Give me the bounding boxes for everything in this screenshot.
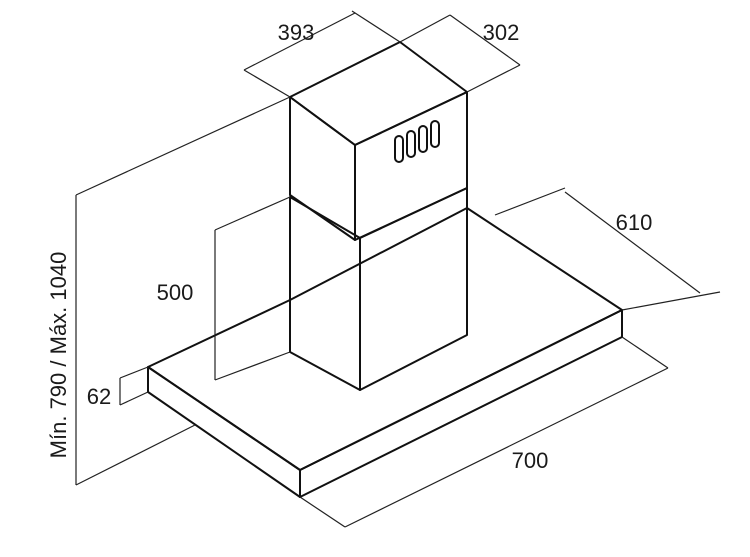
dimension-lines bbox=[75, 10, 721, 528]
upper-chimney-side bbox=[354, 91, 468, 241]
label-chimney-lower-height: 500 bbox=[157, 280, 194, 305]
upper-chimney-top bbox=[289, 41, 468, 146]
label-hood-depth: 610 bbox=[616, 210, 653, 235]
lower-chimney-side bbox=[359, 187, 468, 391]
label-chimney-width: 393 bbox=[278, 20, 315, 45]
vent-slots-icon bbox=[394, 120, 440, 163]
hood-canopy bbox=[147, 207, 623, 498]
label-chimney-depth: 302 bbox=[483, 20, 520, 45]
label-total-height: Mín. 790 / Máx. 1040 bbox=[46, 252, 71, 459]
upper-chimney-front bbox=[289, 96, 356, 241]
canopy-front-face bbox=[147, 366, 301, 498]
upper-chimney bbox=[289, 41, 468, 241]
lower-chimney bbox=[289, 187, 468, 391]
label-hood-width: 700 bbox=[512, 448, 549, 473]
canopy-top-face bbox=[147, 207, 623, 471]
label-hood-thickness: 62 bbox=[87, 384, 111, 409]
